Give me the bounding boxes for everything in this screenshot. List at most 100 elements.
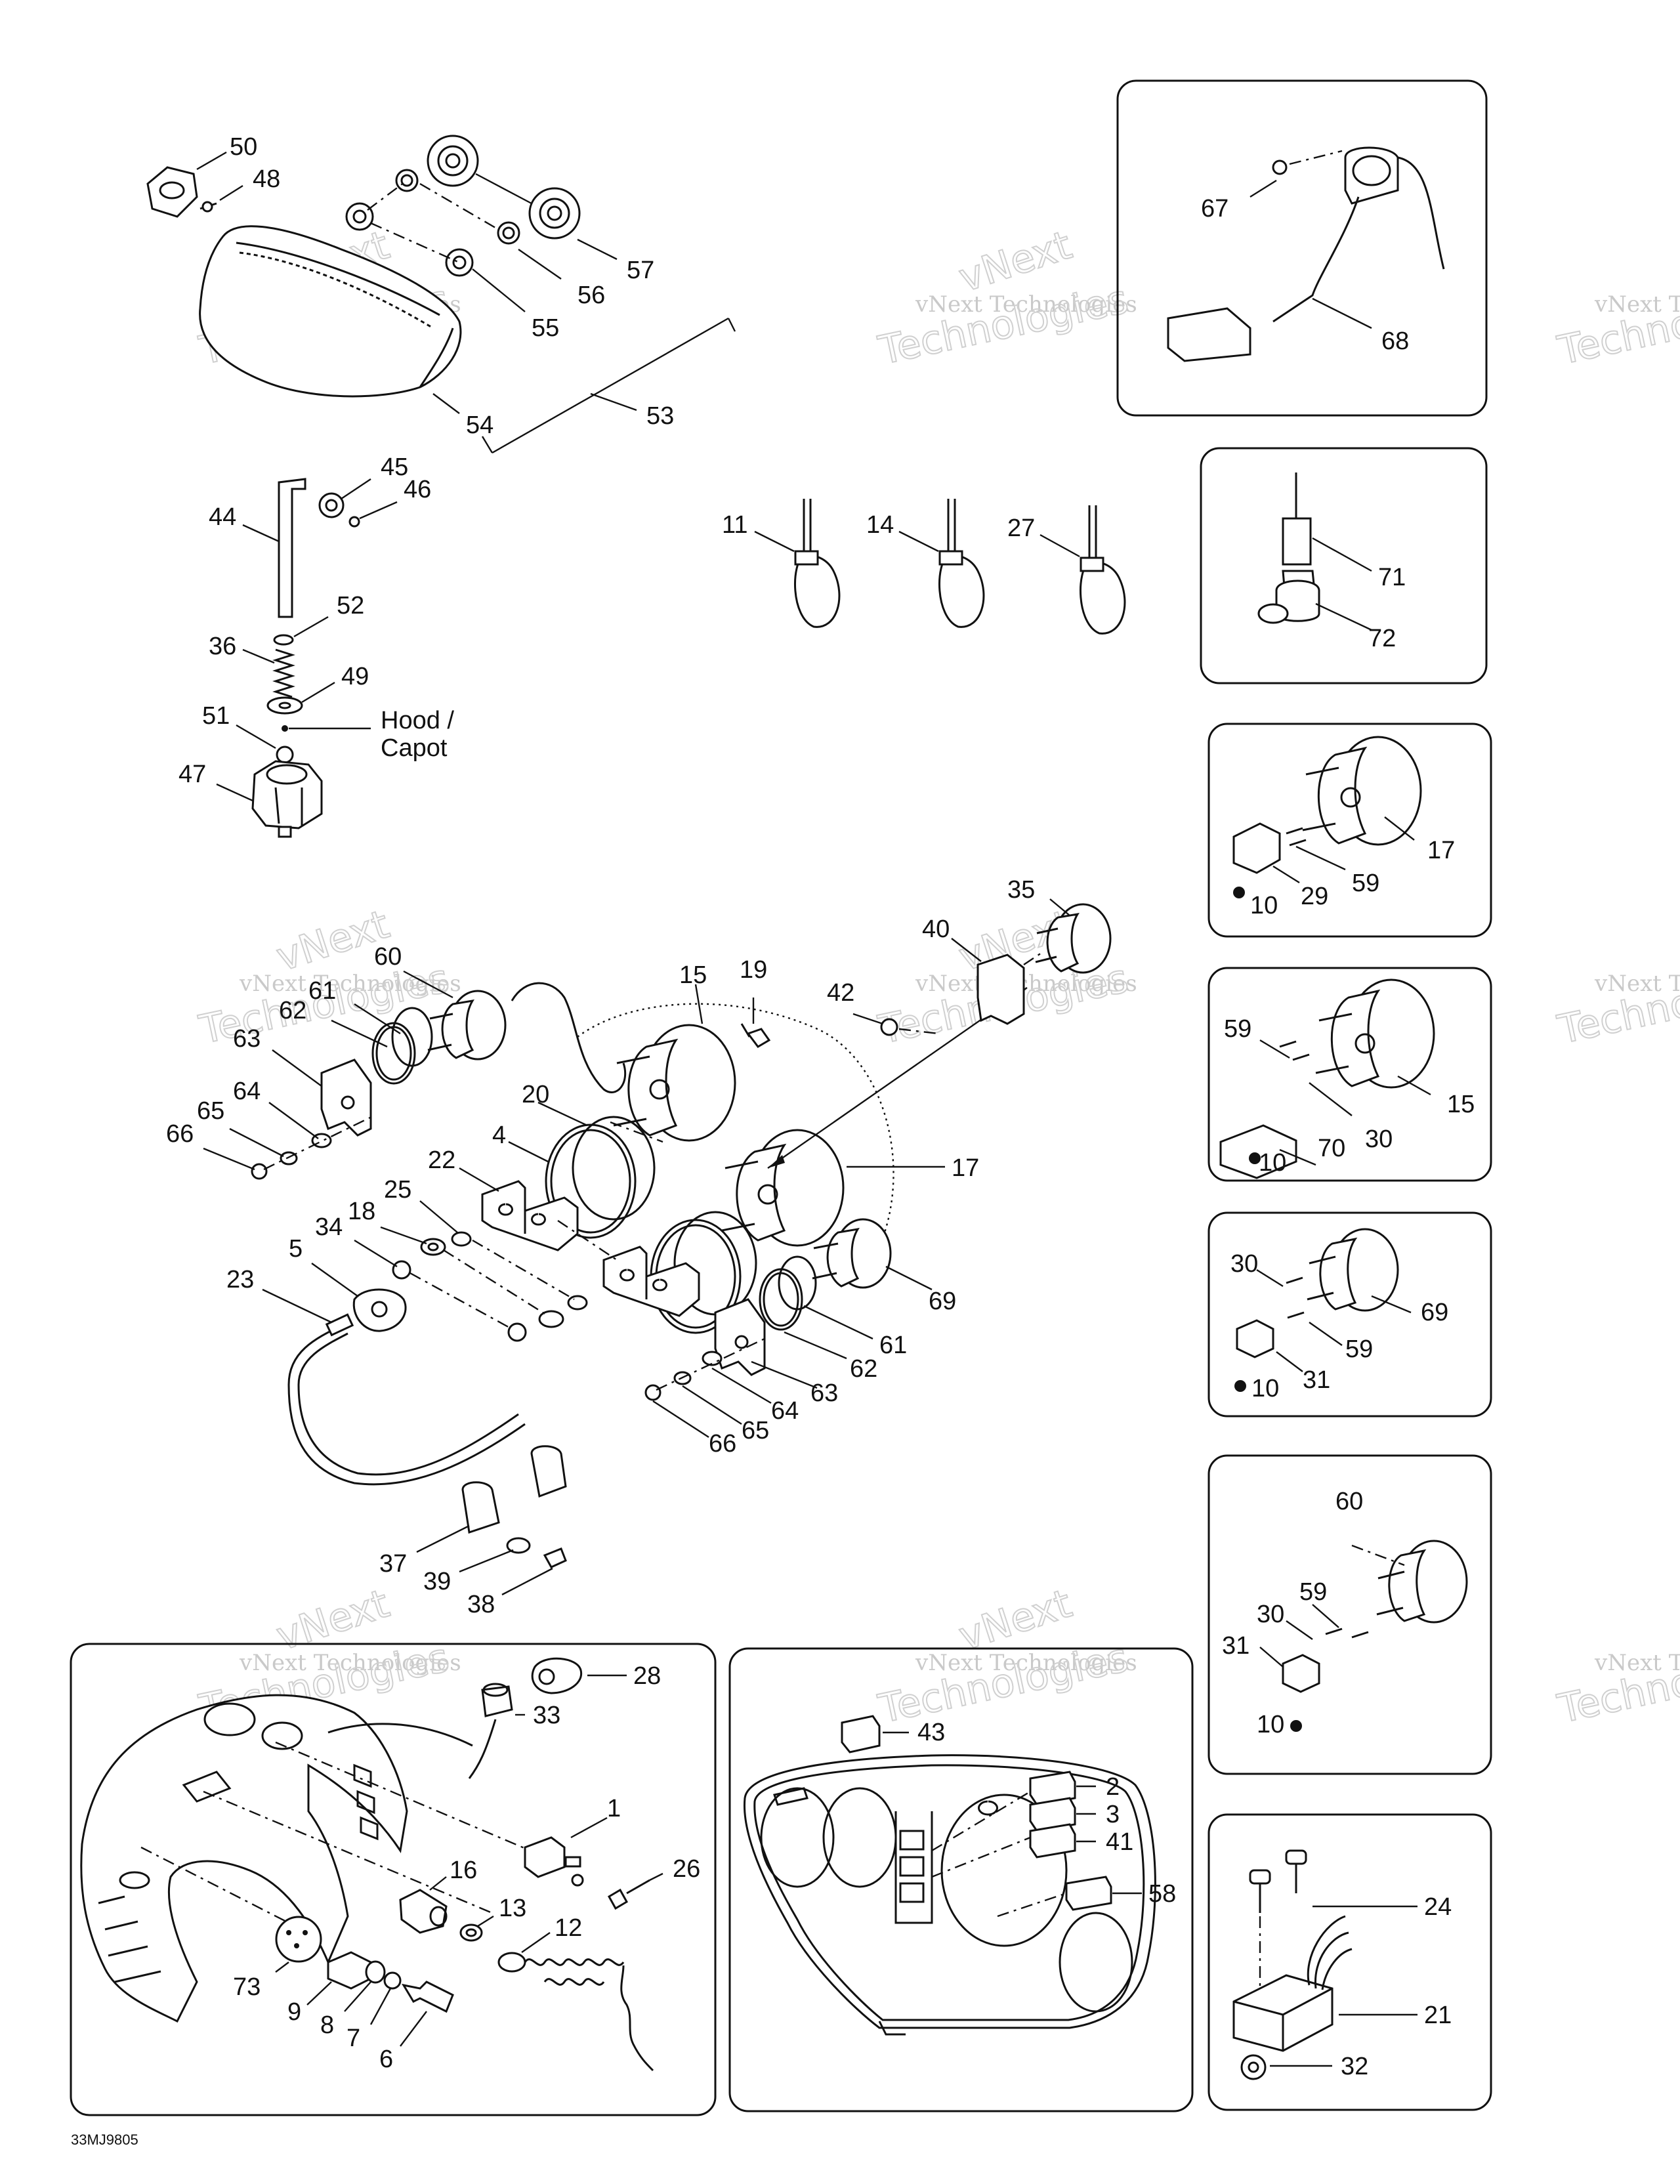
callout-32: 32 <box>1341 2053 1368 2080</box>
callout-30: 30 <box>1365 1125 1393 1153</box>
box-gauge-17: 17 59 29 10 <box>1208 723 1492 938</box>
callout-26: 26 <box>673 1855 700 1883</box>
callout-58: 58 <box>1148 1880 1176 1908</box>
callout-10: 10 <box>1257 1711 1284 1738</box>
console-housing <box>80 1694 408 2023</box>
switch-2 <box>1029 1771 1076 1806</box>
sender-connector <box>1167 307 1251 362</box>
ignition-housing-73 <box>275 1916 322 1963</box>
callout-18: 18 <box>348 1198 375 1225</box>
detail-box <box>1208 967 1492 1182</box>
hood-adjuster-assembly: 45 46 44 52 36 49 51 47 Hood / Capot <box>178 453 454 838</box>
switch-41 <box>1029 1823 1076 1858</box>
headlight-assembly: 50 48 57 56 55 54 53 <box>146 133 736 454</box>
box-sensor-71-72: 71 72 <box>1200 447 1488 684</box>
callout-48: 48 <box>253 165 280 193</box>
detail-box <box>1116 79 1488 417</box>
box-dash-panel: 43 2 3 41 58 <box>728 1647 1194 2112</box>
rod-44 <box>278 478 306 618</box>
callout-59: 59 <box>1299 1578 1327 1606</box>
callout-62: 62 <box>279 997 306 1024</box>
gauge-cluster-exploded: 60 61 62 63 64 65 66 <box>166 876 1112 1618</box>
callout-17: 17 <box>952 1154 979 1182</box>
callout-29: 29 <box>1301 883 1328 910</box>
callout-13: 13 <box>499 1895 526 1922</box>
regulator-21 <box>1232 1974 1334 2052</box>
callout-38: 38 <box>467 1591 495 1618</box>
box-gauge-69: 30 69 59 31 10 <box>1208 1211 1492 1418</box>
socket-16 <box>399 1889 448 1934</box>
watermark-text: vNext Technologies <box>915 1650 1137 1676</box>
callout-5: 5 <box>289 1235 303 1263</box>
callout-55: 55 <box>532 314 559 342</box>
gauge-opening <box>940 1794 1068 1947</box>
bracket-40 <box>976 954 1025 1025</box>
watermark-text: vNext Technologies <box>239 971 461 997</box>
box-regulator: 24 21 32 <box>1208 1813 1492 2111</box>
callout-30: 30 <box>1257 1601 1284 1628</box>
callout-9: 9 <box>287 1998 301 2026</box>
bracket-22 <box>602 1246 700 1317</box>
callout-8: 8 <box>320 2011 334 2039</box>
switch-58 <box>1065 1876 1112 1911</box>
callout-51: 51 <box>202 702 230 730</box>
detail-box <box>728 1647 1194 2112</box>
connector-70 <box>1219 1124 1297 1179</box>
callout-68: 68 <box>1381 327 1409 355</box>
clip-37 <box>530 1445 567 1498</box>
grommet-5 <box>352 1288 407 1332</box>
callout-67: 67 <box>1201 195 1228 222</box>
callout-2: 2 <box>1106 1773 1120 1801</box>
callout-30: 30 <box>1230 1250 1258 1278</box>
callout-60: 60 <box>1335 1488 1363 1515</box>
callout-49: 49 <box>341 663 369 690</box>
callout-42: 42 <box>827 979 854 1007</box>
watermark-text: vNext Technologies <box>239 1650 461 1676</box>
callout-63: 63 <box>810 1379 838 1407</box>
callout-62: 62 <box>850 1355 877 1383</box>
callout-33: 33 <box>533 1702 560 1729</box>
callout-66: 66 <box>166 1120 194 1148</box>
callout-16: 16 <box>450 1857 477 1884</box>
callout-60: 60 <box>374 943 402 971</box>
callout-34: 34 <box>315 1213 343 1241</box>
callout-69: 69 <box>929 1288 956 1315</box>
switch-43 <box>841 1715 881 1754</box>
connector-29 <box>1232 822 1281 874</box>
callout-37: 37 <box>379 1550 407 1578</box>
callout-43: 43 <box>917 1719 945 1746</box>
callout-39: 39 <box>423 1568 451 1595</box>
tie-wraps: 11 14 27 <box>722 499 1126 635</box>
callout-19: 19 <box>740 956 767 984</box>
ignition-switch-9 <box>327 1951 372 1990</box>
detail-box <box>1208 1813 1492 2111</box>
knob-47 <box>251 760 323 830</box>
box-console-ignition: 28 33 1 26 16 13 12 73 9 8 7 6 <box>70 1643 717 2116</box>
callout-12: 12 <box>555 1914 582 1942</box>
callout-31: 31 <box>1222 1632 1250 1660</box>
callout-36: 36 <box>209 633 236 660</box>
callout-27: 27 <box>1007 514 1035 542</box>
bezel-ring-4 <box>545 1124 637 1239</box>
watermark-text: vNext Technologies <box>1594 291 1680 318</box>
callout-73: 73 <box>233 1973 261 2001</box>
watermark-text: vNext Technologies <box>1594 1650 1680 1676</box>
callout-25: 25 <box>384 1176 411 1204</box>
callout-21: 21 <box>1424 2002 1452 2029</box>
box-gauge-60: 60 59 30 31 10 <box>1208 1454 1492 1775</box>
callout-17: 17 <box>1427 837 1455 864</box>
callout-70: 70 <box>1318 1135 1345 1162</box>
hood-label-line1: Hood / <box>381 707 454 734</box>
callout-61: 61 <box>308 977 336 1005</box>
callout-35: 35 <box>1007 876 1035 904</box>
callout-71: 71 <box>1378 564 1406 591</box>
callout-15: 15 <box>1447 1091 1475 1118</box>
gauge-opening <box>760 1787 835 1888</box>
detail-box <box>1208 723 1492 938</box>
callout-59: 59 <box>1352 870 1379 897</box>
box-fuel-sender: 67 68 <box>1116 79 1488 417</box>
callout-44: 44 <box>209 503 236 531</box>
callout-40: 40 <box>922 915 950 943</box>
ignition-key-6 <box>401 1981 454 2013</box>
bulb-boot <box>528 187 581 240</box>
